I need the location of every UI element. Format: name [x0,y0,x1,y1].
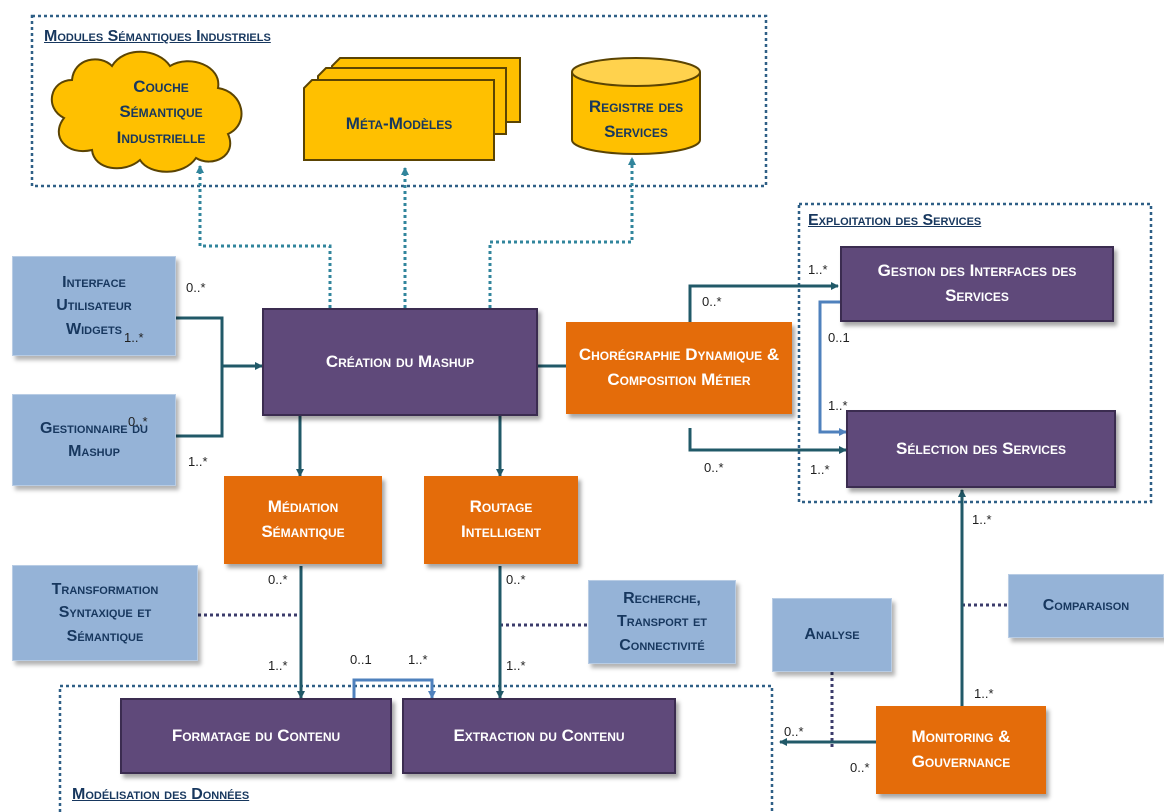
mult-gis-bottom: 0..1 [828,330,850,345]
mult-med-out: 0..* [268,572,288,587]
dotted-arrow-to-service-registry [488,157,636,308]
mult-fmt-in: 1..* [268,658,288,673]
mult-gis-left: 1..* [808,262,828,277]
meta-models-label: Méta-Modèles [345,114,453,134]
transformation-box: Transformation Syntaxique et Sémantique [12,565,198,661]
mult-ext-in: 1..* [506,658,526,673]
frame-service-exploitation [797,202,1153,504]
mult-sel-left: 1..* [810,462,830,477]
monitoring-box: Monitoring & Gouvernance [876,706,1046,794]
service-selection-box: Sélection des Services [846,410,1116,488]
comparison-box: Comparaison [1008,574,1164,638]
content-formatting-box: Formatage du Contenu [120,698,392,774]
group-title-data-modeling: Modélisation des Données [72,786,250,803]
mult-mon-top: 1..* [974,686,994,701]
semantic-layer-label: Couche Sémantique Industrielle [116,76,206,147]
dotted-arrow-to-semantic-layer [196,165,332,308]
mult-mon-left-top: 0..* [784,724,804,739]
group-title-service-exploitation: Exploitation des Services [808,212,982,229]
smart-routing-box: Routage Intelligent [424,476,578,564]
ui-widgets-box: Interface Utilisateur Widgets [12,256,176,356]
semantic-layer-cloud-shape [50,50,243,173]
meta-models-shape-front [303,79,495,161]
mult-choreo-bottom: 0..* [704,460,724,475]
link-formatting-to-extraction [352,678,436,700]
mult-mgr-bottom: 1..* [188,454,208,469]
mult-choreo-top: 0..* [702,294,722,309]
mashup-manager-box: Gestionnaire du Mashup [12,394,176,486]
mult-route-out: 0..* [506,572,526,587]
service-registry-label: Registre des Services [588,96,684,142]
connector-manager-to-mashup [176,366,224,438]
mult-mgr-top: 0..* [128,414,148,429]
analysis-box: Analyse [772,598,892,672]
connector-choreo-to-interfaces [688,282,839,322]
link-interfaces-to-selection [818,300,847,436]
content-extraction-box: Extraction du Contenu [402,698,676,774]
interface-management-box: Gestion des Interfaces des Services [840,246,1114,322]
frame-semantic-modules [30,14,768,188]
search-transport-box: Recherche, Transport et Connectivité [588,580,736,664]
mult-ui-top: 0..* [186,280,206,295]
mult-link-right: 1..* [408,652,428,667]
connector-choreo-to-selection [688,428,847,454]
connector-ui-to-mashup [176,316,263,370]
mashup-creation-box: Création du Mashup [262,308,538,416]
mult-link-left: 0..1 [350,652,372,667]
mult-mon-left-bottom: 0..* [850,760,870,775]
group-title-semantic-modules: Modules Sémantiques Industriels [44,28,271,45]
mult-sel-below: 1..* [972,512,992,527]
semantic-mediation-box: Médiation Sémantique [224,476,382,564]
mult-ui-bottom: 1..* [124,330,144,345]
service-registry-cylinder-shape [571,57,701,155]
mult-sel-top: 1..* [828,398,848,413]
choreography-box: Chorégraphie Dynamique & Composition Mét… [566,322,792,414]
frame-data-modeling [58,684,774,812]
